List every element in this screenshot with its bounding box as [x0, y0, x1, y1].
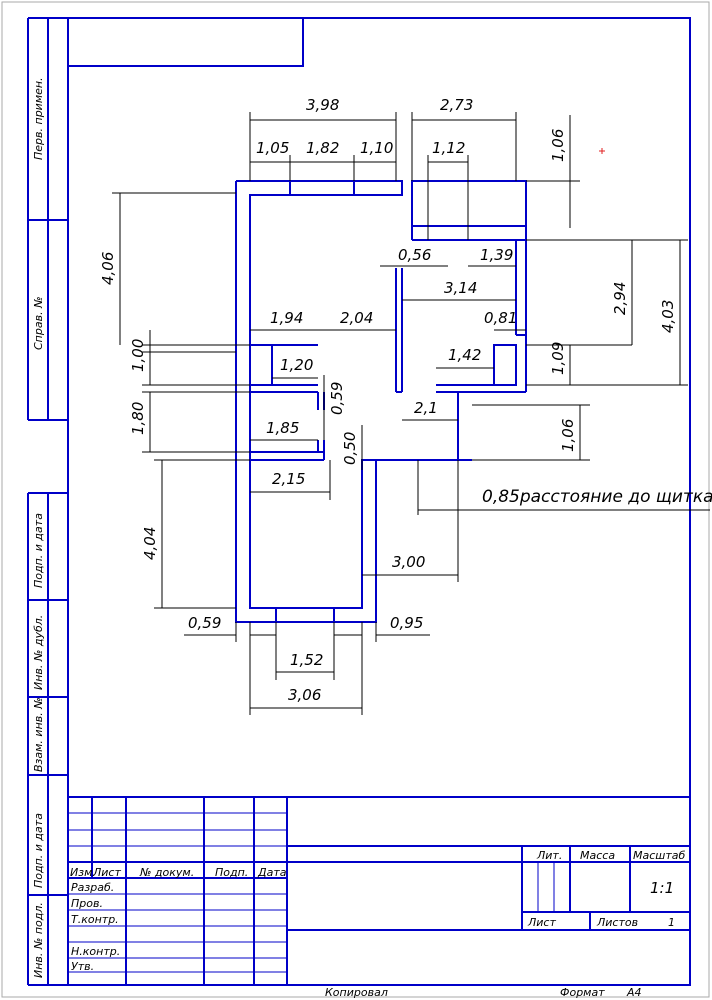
dim-050: 0,50	[341, 432, 359, 465]
dim-406: 4,06	[99, 252, 117, 285]
dim-100: 1,00	[129, 339, 147, 372]
tb-format-v: A4	[626, 986, 642, 999]
dim-139: 1,39	[480, 246, 513, 264]
tb-utv: Утв.	[71, 960, 94, 973]
dim-095: 0,95	[390, 614, 423, 632]
dim-106a: 1,06	[549, 129, 567, 162]
tb-data: Дата	[257, 866, 287, 879]
dim-294: 2,94	[611, 282, 629, 315]
dim-273: 2,73	[440, 96, 473, 114]
dim-105: 1,05	[256, 139, 289, 157]
dim-056: 0,56	[398, 246, 431, 264]
dim-085: 0,85расстояние до щитка	[482, 487, 712, 507]
dim-142: 1,42	[448, 346, 481, 364]
dim-404: 4,04	[141, 527, 159, 560]
tb-podp: Подп.	[215, 866, 248, 879]
dim-194: 1,94	[270, 309, 303, 327]
dim-21: 2,1	[414, 399, 438, 417]
side-label-perv: Перв. примен.	[32, 77, 45, 160]
tb-listov: Листов	[596, 916, 638, 929]
dim-314: 3,14	[444, 279, 477, 297]
dim-059a: 0,59	[328, 382, 346, 415]
dim-110: 1,10	[360, 139, 393, 157]
dim-300: 3,00	[392, 553, 425, 571]
tb-massa: Масса	[580, 849, 615, 862]
side-label-podp1: Подп. и дата	[32, 513, 45, 588]
tb-format: Формат	[560, 986, 605, 999]
tb-scale: 1:1	[650, 879, 674, 897]
side-label-inv-dubl: Инв. № дубл.	[32, 615, 45, 690]
dim-204: 2,04	[340, 309, 373, 327]
dim-185: 1,85	[266, 419, 299, 437]
tb-izm: Изм.	[70, 866, 96, 879]
dim-112: 1,12	[432, 139, 465, 157]
drawing-frame	[27, 17, 691, 986]
tb-list2: Лист	[527, 916, 556, 929]
dim-180: 1,80	[129, 402, 147, 435]
tb-prov: Пров.	[71, 897, 103, 910]
dim-106b: 1,06	[559, 419, 577, 452]
side-label-vzam: Взам. инв. №	[32, 697, 45, 772]
side-label-sprav: Справ. №	[32, 296, 45, 350]
side-labels: Перв. примен. Справ. № Подп. и дата Инв.…	[32, 77, 45, 978]
dim-120: 1,20	[280, 356, 313, 374]
tb-lit: Лит.	[536, 849, 562, 862]
dim-152: 1,52	[290, 651, 323, 669]
tb-kopiroval: Копировал	[325, 986, 388, 999]
dim-081: 0,81	[484, 309, 517, 327]
tb-listov-n: 1	[668, 916, 675, 929]
red-marker	[599, 148, 605, 154]
side-label-inv-podl: Инв. № подл.	[32, 902, 45, 978]
dim-182: 1,82	[306, 139, 339, 157]
side-label-podp2: Подп. и дата	[32, 813, 45, 888]
dim-306: 3,06	[288, 686, 321, 704]
dim-059b: 0,59	[188, 614, 221, 632]
dim-109: 1,09	[549, 342, 567, 375]
dim-398: 3,98	[306, 96, 339, 114]
dimension-lines	[112, 112, 710, 715]
tb-tkontr: Т.контр.	[71, 913, 119, 926]
dimension-labels: 3,98 2,73 1,05 1,82 1,10 1,12 1,06 4,06 …	[99, 96, 712, 704]
dim-215: 2,15	[272, 470, 305, 488]
tb-razrab: Разраб.	[71, 881, 114, 894]
dim-403: 4,03	[659, 300, 677, 333]
title-block: Изм. Лист № докум. Подп. Дата Разраб. Пр…	[68, 796, 690, 999]
tb-nkontr: Н.контр.	[71, 945, 120, 958]
tb-masshtab: Масштаб	[633, 849, 685, 862]
tb-list: Лист	[92, 866, 121, 879]
tb-docnum: № докум.	[139, 866, 194, 879]
